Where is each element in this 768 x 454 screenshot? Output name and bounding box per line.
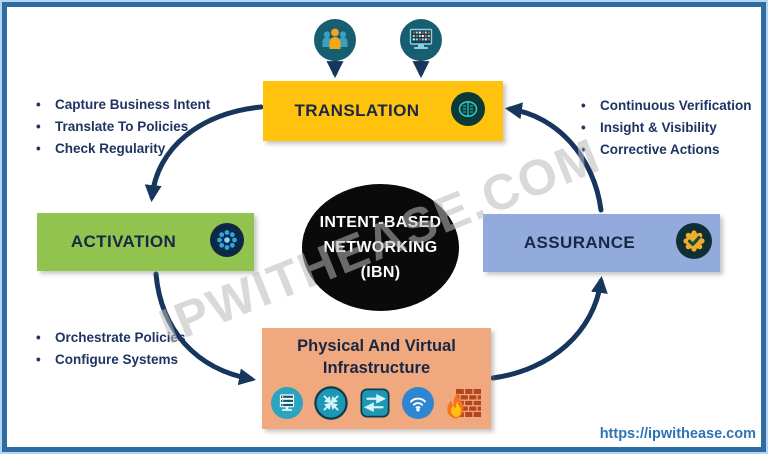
- note-item: Continuous Verification: [581, 95, 752, 117]
- ibn-core-ellipse: INTENT-BASED NETWORKING (IBN): [302, 184, 459, 311]
- router-icon: [313, 386, 348, 425]
- assurance-notes: Continuous Verification Insight & Visibi…: [581, 95, 752, 161]
- verified-badge-icon: [676, 222, 712, 264]
- note-item: Translate To Policies: [36, 116, 210, 138]
- note-item: Configure Systems: [36, 349, 186, 371]
- arrow-assurance-to-translation: [504, 102, 604, 213]
- infrastructure-label-line1: Physical And Virtual: [297, 337, 456, 355]
- translation-label: TRANSLATION: [294, 101, 420, 120]
- firewall-icon: [445, 384, 483, 427]
- arrow-infrastructure-to-assurance: [490, 275, 608, 381]
- infrastructure-box: Physical And Virtual Infrastructure: [262, 328, 491, 429]
- brain-icon: [451, 91, 485, 131]
- note-item: Orchestrate Policies: [36, 327, 186, 349]
- note-item: Insight & Visibility: [581, 117, 752, 139]
- activation-label: ACTIVATION: [70, 232, 177, 251]
- note-item: Corrective Actions: [581, 139, 752, 161]
- assurance-label: ASSURANCE: [523, 233, 636, 252]
- ibn-line1: INTENT-BASED: [319, 214, 442, 231]
- activation-box: ACTIVATION: [37, 213, 254, 271]
- ibn-line3: (IBN): [360, 264, 401, 281]
- server-icon: [270, 387, 303, 424]
- wifi-icon: [401, 387, 434, 424]
- infrastructure-label-line2: Infrastructure: [322, 359, 431, 377]
- translation-box: TRANSLATION: [263, 81, 503, 141]
- switch-icon: [359, 387, 391, 424]
- infrastructure-icons-row: [262, 384, 491, 427]
- business-users-icon: [314, 19, 356, 66]
- process-burst-icon: [210, 222, 244, 262]
- translation-notes: Capture Business Intent Translate To Pol…: [36, 94, 210, 160]
- note-item: Check Regularity: [36, 138, 210, 160]
- analytics-monitor-icon: [400, 19, 442, 66]
- activation-notes: Orchestrate Policies Configure Systems: [36, 327, 186, 371]
- website-link[interactable]: https://ipwithease.com: [599, 426, 756, 442]
- assurance-box: ASSURANCE: [483, 214, 720, 272]
- note-item: Capture Business Intent: [36, 94, 210, 116]
- ibn-line2: NETWORKING: [323, 239, 438, 256]
